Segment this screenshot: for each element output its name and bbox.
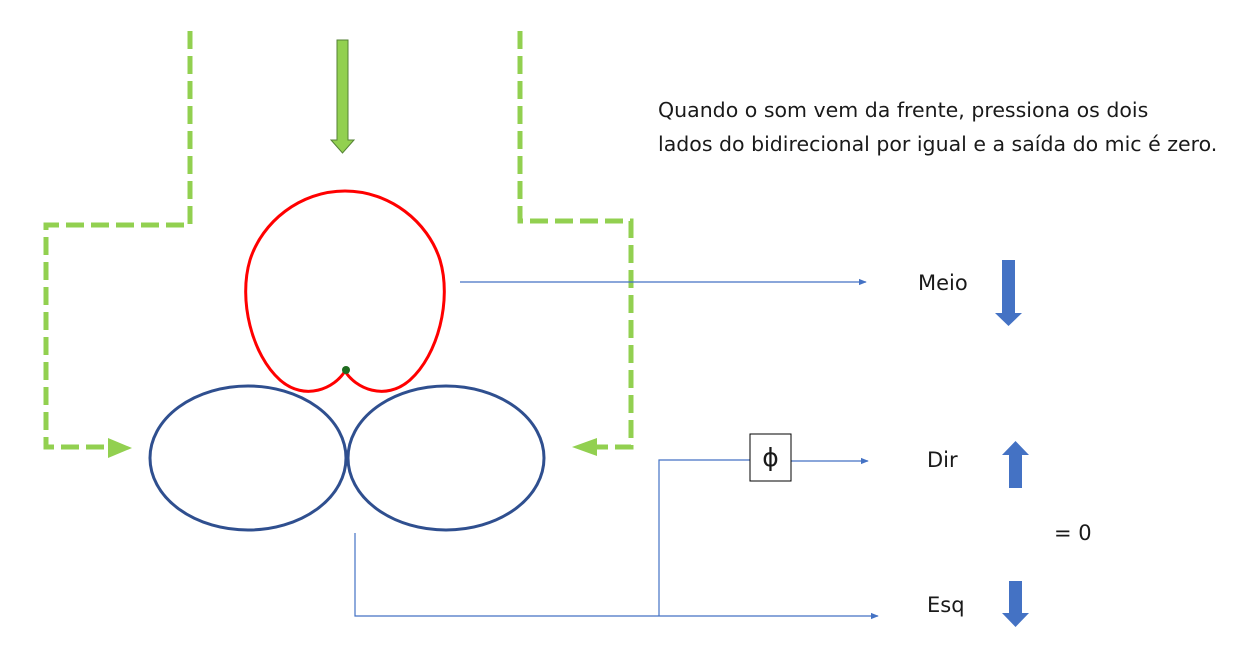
left-sound-path	[43, 31, 193, 458]
left-output-label: Esq	[927, 593, 965, 617]
phase-inverter-symbol: ϕ	[762, 443, 779, 472]
right-sound-arrowhead-icon	[572, 438, 597, 456]
incoming-sound-arrow-icon	[329, 39, 356, 154]
mic-capsule-dot	[342, 366, 350, 374]
figure-eight-right-lobe	[346, 384, 546, 532]
figure-eight-pattern	[148, 384, 546, 532]
phase-branch-line	[658, 459, 750, 616]
left-sound-path-line	[43, 31, 193, 450]
caption-line-1: Quando o som vem da frente, pressiona os…	[658, 98, 1148, 122]
right-polarity-arrow-icon	[1002, 441, 1029, 488]
right-sound-path	[517, 31, 634, 456]
mid-output-label: Meio	[918, 271, 968, 295]
result-label: = 0	[1054, 521, 1092, 545]
mid-polarity-arrow-icon	[995, 260, 1022, 326]
caption-line-2: lados do bidirecional por igual e a saíd…	[658, 132, 1217, 156]
right-output-label: Dir	[927, 448, 958, 472]
side-signal-line	[354, 533, 879, 620]
phase-inverter-box	[749, 433, 792, 482]
figure-eight-left-lobe	[148, 384, 348, 532]
right-sound-path-line	[517, 31, 634, 450]
left-polarity-arrow-icon	[1002, 581, 1029, 627]
left-sound-arrowhead-icon	[108, 438, 132, 458]
cardioid-pattern	[244, 189, 446, 393]
